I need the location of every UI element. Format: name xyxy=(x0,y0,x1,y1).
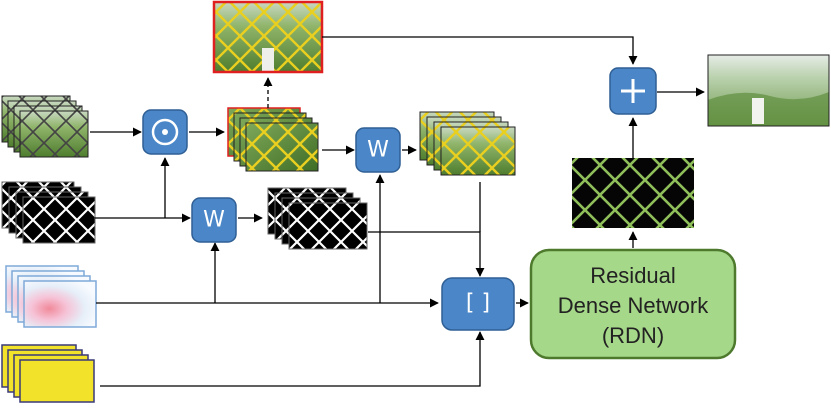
connector-lines xyxy=(90,36,705,387)
concat-label: [ ] xyxy=(466,291,490,316)
warped-frame-stack-icon xyxy=(419,111,516,176)
stack-card xyxy=(22,196,96,244)
stack-card xyxy=(245,122,319,172)
concat-operator: [ ] xyxy=(441,277,515,331)
warp-label: W xyxy=(367,138,389,163)
rdn-block: Residual Dense Network (RDN) xyxy=(529,248,737,360)
reference-frame-image xyxy=(212,0,324,74)
grass-frame-stack-icon xyxy=(1,95,89,158)
multiply-operator xyxy=(142,109,188,155)
stack-card xyxy=(19,359,95,403)
output-frame-icon xyxy=(707,54,830,127)
warp-operator-frames: W xyxy=(355,127,401,173)
warped-mask-stack-icon xyxy=(267,187,368,250)
stack-card xyxy=(288,202,368,250)
masked-frame-stack-icon xyxy=(227,107,319,172)
stack-card xyxy=(440,126,516,176)
rdn-line-3: (RDN) xyxy=(602,323,664,348)
rdn-line-1: Residual xyxy=(590,263,676,288)
warp-operator-masks: W xyxy=(191,197,237,243)
fence-residual-image xyxy=(572,158,694,228)
add-operator xyxy=(609,67,657,115)
optical-flow-stack-icon xyxy=(5,265,97,328)
warp-label: W xyxy=(203,208,225,233)
stack-card xyxy=(19,110,89,158)
fence-mask-stack-icon xyxy=(1,181,96,244)
yellow-mask-stack-icon xyxy=(1,344,95,403)
rdn-line-2: Dense Network xyxy=(558,293,709,318)
stack-card xyxy=(23,280,97,328)
